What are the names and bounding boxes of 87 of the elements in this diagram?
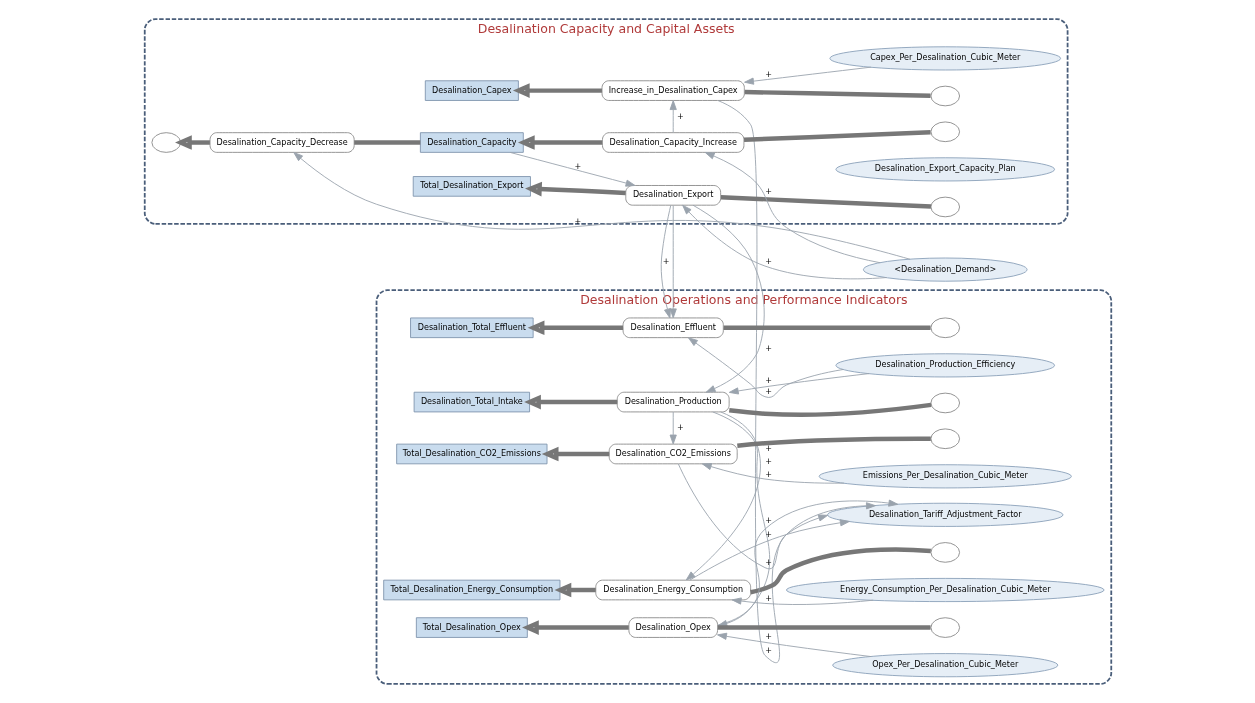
arrow xyxy=(292,152,911,260)
connector xyxy=(720,195,931,209)
arrow xyxy=(523,394,617,410)
node-box: Total_Desalination_Export xyxy=(412,176,531,197)
node-cloud xyxy=(930,392,960,414)
connector xyxy=(736,436,931,448)
node-ellipse: Emissions_Per_Desalination_Cubic_Meter xyxy=(818,464,1072,489)
arrow xyxy=(521,620,629,635)
arrow xyxy=(669,411,677,445)
node-ellipse: Desalination_Export_Capacity_Plan xyxy=(835,157,1055,182)
arrow xyxy=(688,519,850,581)
node-box: Desalination_CO2_Emissions xyxy=(608,443,738,465)
node-box: Desalination_Production xyxy=(616,391,730,413)
node-box: Desalination_Energy_Consumption xyxy=(594,579,751,601)
edge-label: + xyxy=(764,593,772,603)
node-box: Desalination_Total_Intake xyxy=(413,391,530,413)
edge-label: + xyxy=(676,111,684,121)
arrow xyxy=(517,135,602,150)
node-box: Desalination_Effluent xyxy=(622,317,724,339)
arrow xyxy=(716,632,872,658)
node-cloud xyxy=(930,428,960,450)
arrow xyxy=(728,373,870,395)
node-cloud xyxy=(930,542,960,563)
node-box: Total_Desalination_CO2_Emissions xyxy=(395,443,547,465)
edge-label: + xyxy=(676,422,684,432)
node-box: Desalination_Capacity xyxy=(419,132,524,153)
arrow xyxy=(743,66,871,85)
arrow xyxy=(660,204,677,319)
arrow xyxy=(701,463,844,484)
arrow xyxy=(685,411,761,581)
arrow xyxy=(731,597,874,605)
node-cloud xyxy=(930,121,960,143)
node-box: Desalination_Capex xyxy=(424,80,519,101)
edge-label: + xyxy=(764,256,772,266)
node-ellipse: Energy_Consumption_Per_Desalination_Cubic_Meter xyxy=(785,577,1105,603)
node-ellipse: Desalination_Production_Efficiency xyxy=(835,353,1055,378)
node-cloud xyxy=(930,196,960,218)
node-box: Desalination_Export xyxy=(624,185,721,206)
connector xyxy=(743,130,931,142)
edge-label: + xyxy=(764,376,772,386)
node-cloud xyxy=(930,85,960,107)
connector xyxy=(749,547,931,595)
edge-label: + xyxy=(574,161,581,171)
node-cloud xyxy=(930,317,960,339)
arrow xyxy=(512,83,602,98)
connector xyxy=(723,325,931,330)
edge-label: + xyxy=(764,645,772,655)
edge-label: + xyxy=(764,469,772,479)
node-box: Desalination_Capacity_Decrease xyxy=(209,132,355,153)
arrow xyxy=(681,204,887,280)
arrow xyxy=(527,320,623,336)
node-ellipse: Capex_Per_Desalination_Cubic_Meter xyxy=(828,46,1061,71)
node-box: Total_Desalination_Opex xyxy=(415,617,528,638)
arrow xyxy=(524,181,626,197)
node-box: Desalination_Capacity_Increase xyxy=(601,132,744,153)
arrow xyxy=(677,463,828,570)
edge-label: + xyxy=(764,457,772,466)
edge-label: + xyxy=(662,256,669,266)
connector xyxy=(353,140,420,145)
arrow xyxy=(541,446,609,462)
edge-label: + xyxy=(764,70,772,80)
edge-label: + xyxy=(764,558,772,568)
arrow xyxy=(669,100,677,133)
edge-label: + xyxy=(764,344,772,354)
connector xyxy=(744,89,931,98)
connector xyxy=(717,625,931,630)
edge-label: + xyxy=(764,632,772,642)
node-cloud xyxy=(150,132,181,153)
node-cloud xyxy=(930,617,960,638)
edge-label: + xyxy=(764,387,772,397)
node-box: Desalination_Total_Effluent xyxy=(409,317,534,339)
node-box: Total_Desalination_Energy_Consumption xyxy=(382,579,560,601)
node-ellipse: Opex_Per_Desalination_Cubic_Meter xyxy=(831,653,1058,678)
arrow xyxy=(692,204,765,393)
node-box: Desalination_Opex xyxy=(627,617,718,638)
arrow xyxy=(554,582,596,598)
connector xyxy=(728,402,931,417)
edge-label: + xyxy=(764,443,772,453)
arrow xyxy=(687,337,844,398)
arrow xyxy=(174,135,210,150)
arrow xyxy=(704,152,881,264)
node-box: Increase_in_Desalination_Capex xyxy=(601,80,745,101)
arrow xyxy=(509,152,635,187)
edge-label: + xyxy=(764,530,772,540)
node-ellipse: <Desalination_Demand> xyxy=(862,257,1028,282)
edge-label: + xyxy=(764,186,772,196)
edge-label: + xyxy=(764,516,772,526)
